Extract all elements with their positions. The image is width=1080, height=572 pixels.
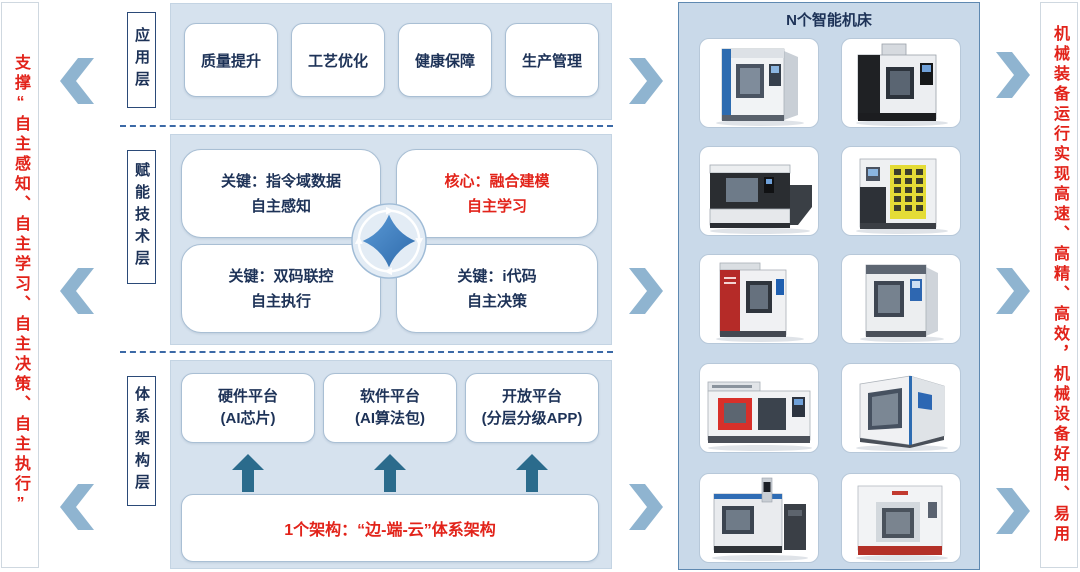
platform-software: 软件平台 (AI算法包) <box>323 373 457 443</box>
enabling-cell-learning: 核心：融合建模 自主学习 <box>396 149 598 238</box>
platform-name: 开放平台 <box>501 388 562 405</box>
machine-image <box>841 363 961 453</box>
platform-sub: (AI芯片) <box>220 410 276 427</box>
chevron-left-icon <box>60 484 94 530</box>
chevron-right-icon <box>629 268 663 314</box>
machine-image <box>699 146 819 236</box>
platform-hardware: 硬件平台 (AI芯片) <box>181 373 315 443</box>
right-side-note: 机械装备运行实现高速、高精、高效，机械设备好用、易用 <box>1040 2 1078 568</box>
machine-tool-image <box>716 262 804 342</box>
application-item-label: 质量提升 <box>200 52 261 70</box>
layer-divider <box>120 125 613 127</box>
machine-image <box>841 473 961 563</box>
machine-image <box>841 38 961 128</box>
application-item-health: 健康保障 <box>398 23 492 97</box>
chevron-right-icon <box>996 52 1030 98</box>
foundation-architecture: 1个架构：“边-端-云”体系架构 <box>181 494 599 562</box>
layer-label-text: 体系架构层 <box>133 386 150 496</box>
machine-image <box>699 254 819 344</box>
machine-tool-image <box>709 164 812 234</box>
machine-tool-image <box>856 43 948 126</box>
application-item-production: 生产管理 <box>505 23 599 97</box>
chevron-left-icon <box>60 268 94 314</box>
machine-image <box>841 254 961 344</box>
chevron-right-icon <box>629 58 663 104</box>
machine-panel-title: N个智能机床 <box>786 12 872 29</box>
enabling-cell-decision: 关键：i代码 自主决策 <box>396 244 598 333</box>
machine-tool-image <box>707 381 812 451</box>
application-item-process: 工艺优化 <box>291 23 385 97</box>
platform-sub: (AI算法包) <box>355 410 425 427</box>
application-item-label: 工艺优化 <box>307 52 368 70</box>
machine-tool-image <box>856 485 948 561</box>
enabling-layer-panel: 关键：指令域数据 自主感知 核心：融合建模 自主学习 关键：双码联控 自主执行 … <box>170 134 612 345</box>
machine-tools-panel: N个智能机床 <box>678 2 980 570</box>
application-item-label: 健康保障 <box>414 52 475 70</box>
layer-divider <box>120 351 613 353</box>
machine-tool-image <box>860 264 944 342</box>
enabling-cell-line2: 自主执行 <box>250 292 311 310</box>
cycle-icon <box>351 203 427 279</box>
machine-tool-image <box>716 48 804 126</box>
enabling-cell-line1: 关键：i代码 <box>457 267 537 285</box>
enabling-cell-line2: 自主决策 <box>466 292 527 310</box>
chevron-right-icon <box>629 484 663 530</box>
architecture-layer-panel: 硬件平台 (AI芯片) 软件平台 (AI算法包) 开放平台 (分层分级APP) … <box>170 360 612 569</box>
machine-image <box>841 146 961 236</box>
enabling-cell-line1: 关键：指令域数据 <box>220 172 341 190</box>
left-note-text: 支撑“自主感知、自主学习、自主决策、自主执行” <box>12 54 29 516</box>
enabling-cell-perception: 关键：指令域数据 自主感知 <box>181 149 381 238</box>
chevron-right-icon <box>996 488 1030 534</box>
enabling-cell-line2: 自主感知 <box>250 197 311 215</box>
layer-label-application: 应用层 <box>127 12 156 108</box>
application-layer-panel: 质量提升 工艺优化 健康保障 生产管理 <box>170 3 612 120</box>
platform-name: 硬件平台 <box>217 388 278 405</box>
chevron-right-icon <box>996 268 1030 314</box>
machine-tool-image <box>856 375 948 451</box>
machine-tool-image <box>712 477 808 561</box>
arrow-up-icon <box>374 454 406 492</box>
application-item-label: 生产管理 <box>521 52 582 70</box>
layer-label-enabling: 赋能技术层 <box>127 150 156 284</box>
enabling-cell-execution: 关键：双码联控 自主执行 <box>181 244 381 333</box>
arrow-up-icon <box>232 454 264 492</box>
enabling-cell-line1: 核心：融合建模 <box>444 172 550 190</box>
machine-image <box>699 473 819 563</box>
layer-label-text: 赋能技术层 <box>133 162 150 272</box>
machine-image <box>699 363 819 453</box>
application-item-quality: 质量提升 <box>184 23 278 97</box>
platform-sub: (分层分级APP) <box>481 410 583 427</box>
layer-label-architecture: 体系架构层 <box>127 376 156 506</box>
layer-label-text: 应用层 <box>133 27 150 93</box>
enabling-cell-line1: 关键：双码联控 <box>228 267 334 285</box>
right-note-text: 机械装备运行实现高速、高精、高效，机械设备好用、易用 <box>1051 25 1068 545</box>
machine-image <box>699 38 819 128</box>
enabling-cell-line2: 自主学习 <box>466 197 527 215</box>
platform-open: 开放平台 (分层分级APP) <box>465 373 599 443</box>
arrow-up-icon <box>516 454 548 492</box>
chevron-left-icon <box>60 58 94 104</box>
foundation-label: 1个架构：“边-端-云”体系架构 <box>284 522 496 539</box>
platform-name: 软件平台 <box>359 388 420 405</box>
machine-tool-image <box>856 158 948 234</box>
left-side-note: 支撑“自主感知、自主学习、自主决策、自主执行” <box>1 2 39 568</box>
